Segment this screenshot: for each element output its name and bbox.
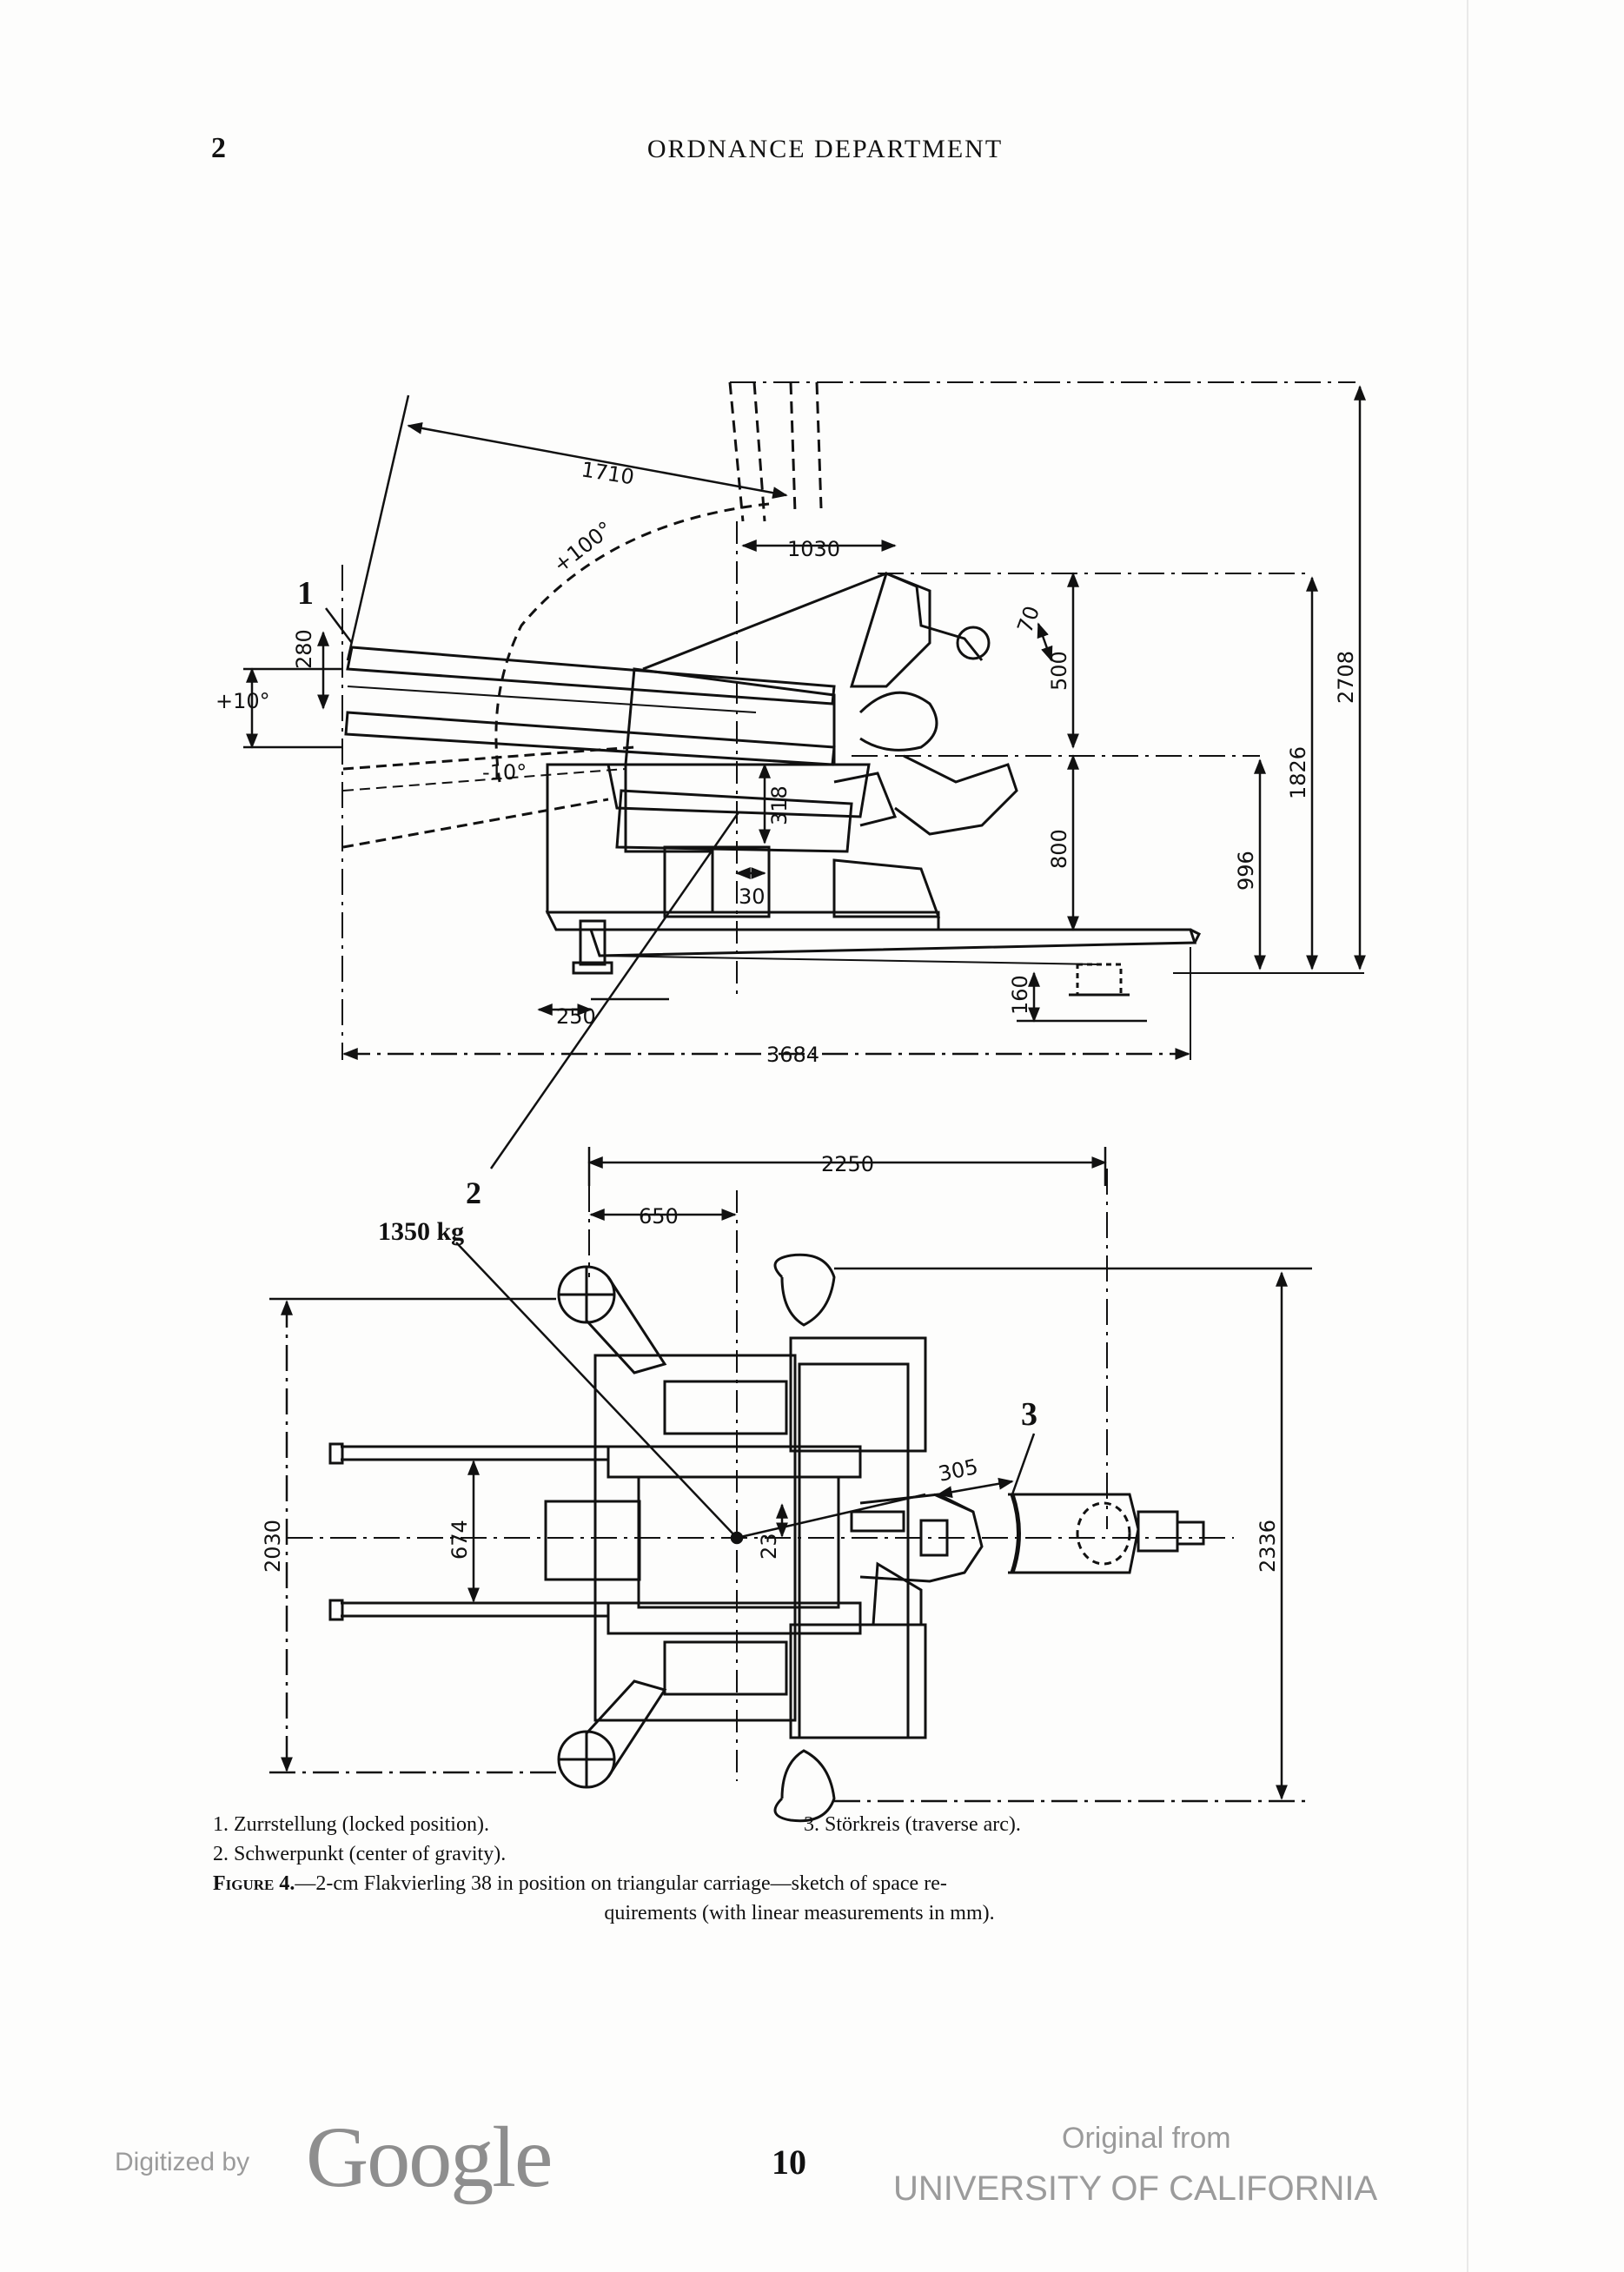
callout-3: 3 xyxy=(1021,1396,1037,1433)
dim-3684: 3684 xyxy=(766,1043,819,1067)
figure-title: Figure 4.—2-cm Flakvierling 38 in positi… xyxy=(213,1869,1386,1928)
legend-item-1: 1. Zurrstellung (locked position). xyxy=(213,1813,489,1836)
callout-1: 1 xyxy=(297,575,314,612)
dim-2708: 2708 xyxy=(1334,651,1358,704)
figure-caption: 1. Zurrstellung (locked position). 3. St… xyxy=(213,1810,1386,1928)
original-from-text: Original from xyxy=(1062,2122,1231,2155)
dim-318: 318 xyxy=(767,785,792,825)
angle-plus10: +10° xyxy=(215,689,270,713)
angle-minus10: -10° xyxy=(482,760,527,785)
dim-996: 996 xyxy=(1234,851,1258,891)
dim-2030: 2030 xyxy=(261,1520,285,1573)
figure-title-line-1: —2-cm Flakvierling 38 in position on tri… xyxy=(295,1872,947,1895)
dim-1710: 1710 xyxy=(580,457,636,489)
scan-page-number: 10 xyxy=(772,2143,806,2182)
dim-250: 250 xyxy=(556,1004,596,1029)
page-edge xyxy=(1467,0,1468,2272)
dim-160: 160 xyxy=(1008,975,1032,1015)
dim-280: 280 xyxy=(292,629,316,669)
dim-500: 500 xyxy=(1047,651,1071,691)
elevation-view xyxy=(341,381,1364,1060)
callout-2: 2 xyxy=(466,1176,481,1210)
caption-legend-row-1: 1. Zurrstellung (locked position). 3. St… xyxy=(213,1810,1386,1839)
dim-70: 70 xyxy=(1012,603,1044,636)
dim-30: 30 xyxy=(739,884,766,909)
dim-305: 305 xyxy=(936,1454,980,1487)
legend-item-2: 2. Schwerpunkt (center of gravity). xyxy=(213,1843,507,1865)
legend-item-3: 3. Störkreis (traverse arc). xyxy=(804,1813,1021,1836)
institution-text: UNIVERSITY OF CALIFORNIA xyxy=(893,2169,1378,2208)
figure-title-line-2: quirements (with linear measurements in … xyxy=(604,1902,995,1924)
running-head: ORDNANCE DEPARTMENT xyxy=(646,135,1004,163)
dim-800: 800 xyxy=(1047,829,1071,869)
dim-1826: 1826 xyxy=(1286,746,1310,799)
google-logo: Google xyxy=(306,2109,553,2205)
dim-674: 674 xyxy=(447,1520,472,1560)
dim-2250: 2250 xyxy=(821,1152,874,1176)
page-number: 2 xyxy=(211,132,226,164)
dim-1030: 1030 xyxy=(787,537,840,561)
figure-label: Figure 4. xyxy=(213,1872,295,1895)
dim-650: 650 xyxy=(639,1204,679,1229)
dim-2336: 2336 xyxy=(1256,1520,1280,1573)
callout-2-mass: 1350 kg xyxy=(378,1217,464,1246)
plan-view xyxy=(287,1169,1234,1823)
dim-23: 23 xyxy=(757,1533,781,1560)
digitized-by-text: Digitized by xyxy=(115,2148,250,2176)
